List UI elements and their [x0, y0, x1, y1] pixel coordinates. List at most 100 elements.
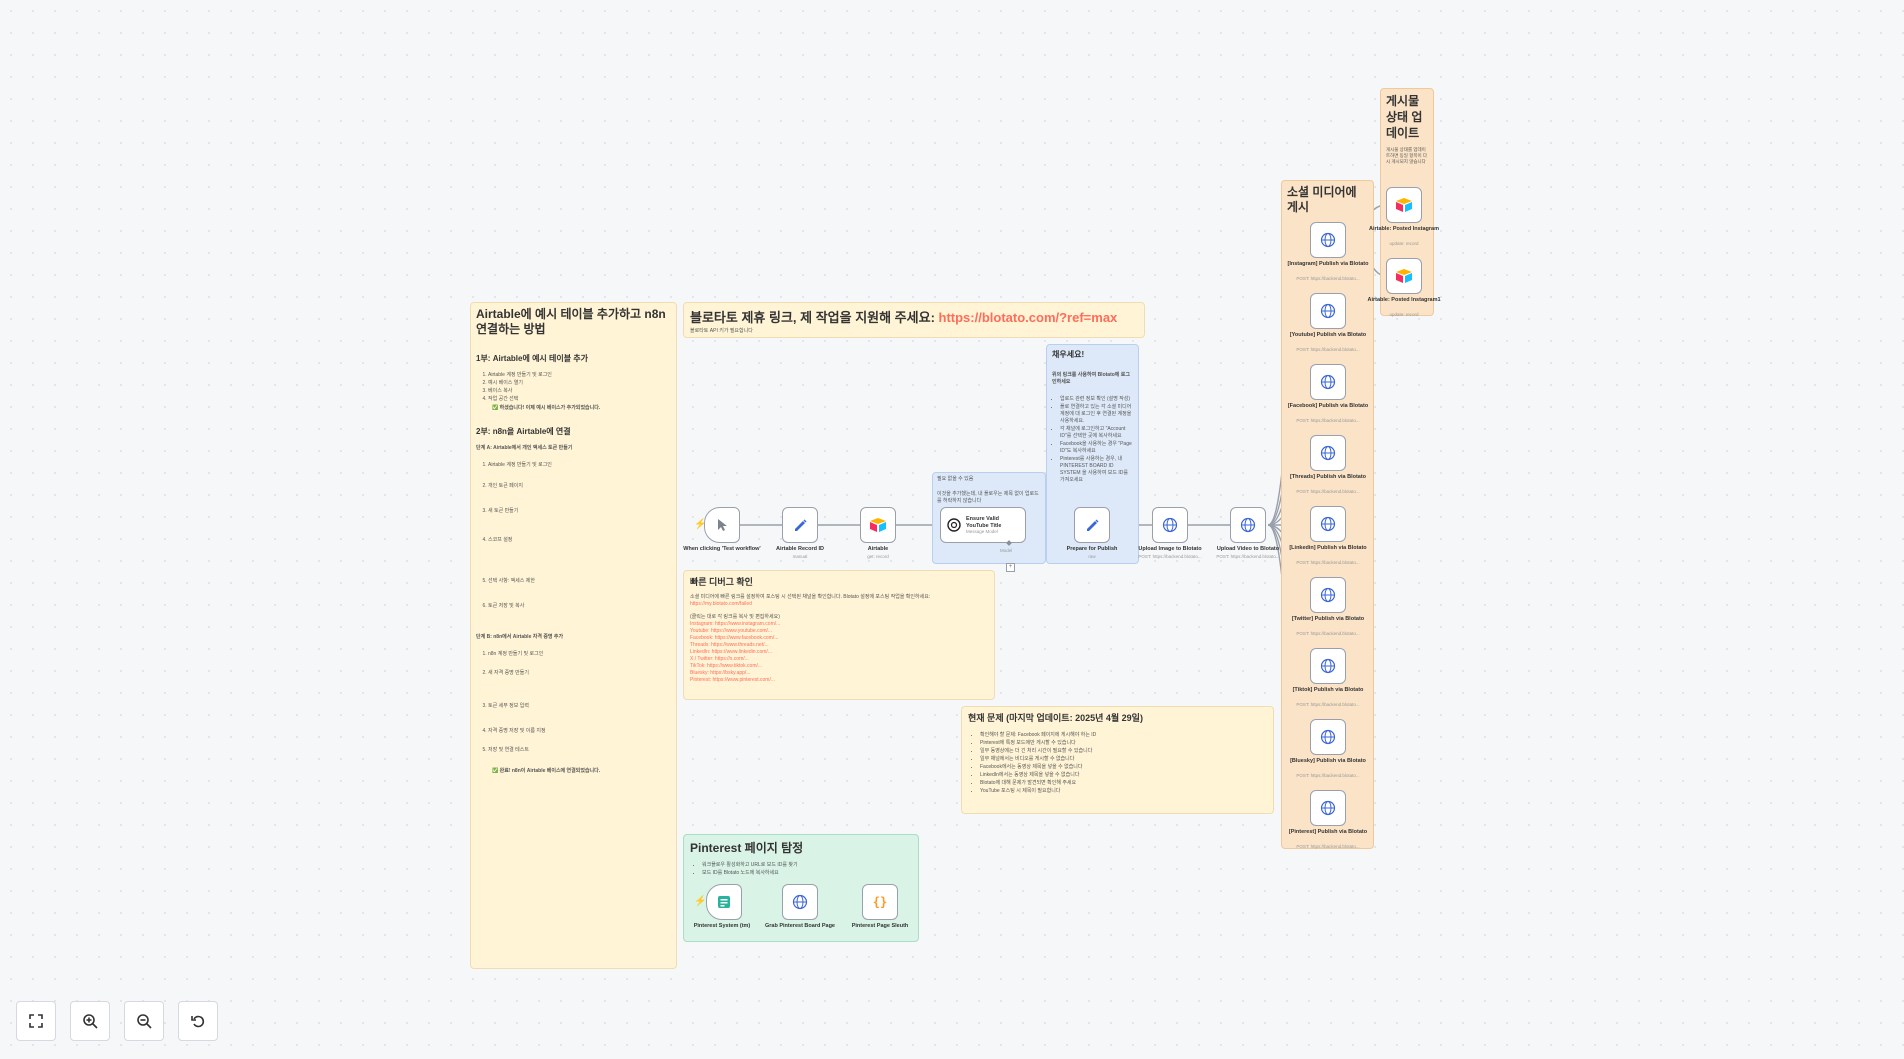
node-label: Airtable Record ID: [776, 546, 824, 552]
social-link[interactable]: Bluesky: https://bsky.app/...: [690, 670, 751, 676]
node-label: Ensure Valid YouTube Title: [966, 516, 1002, 529]
airtable-guide-title: Airtable에 예시 테이블 추가하고 n8n 연결하는 방법: [476, 307, 666, 336]
globe-icon: [1320, 303, 1336, 319]
social-link[interactable]: Facebook: https://www.facebook.com/...: [690, 635, 779, 641]
list-item: 스코프 설정: [488, 537, 671, 544]
current-issues-sticky[interactable]: 현재 문제 (마지막 업데이트: 2025년 4월 29일) 확인해야 할 문제…: [961, 706, 1274, 814]
publish-node[interactable]: [1310, 577, 1346, 613]
airtable-posted-instagram1-node[interactable]: [1386, 258, 1422, 294]
node-label: Grab Pinterest Board Page: [765, 923, 835, 929]
blotato-banner-sticky[interactable]: 블로타토 제휴 링크, 제 작업을 지원해 주세요: https://blota…: [683, 302, 1145, 338]
node-label: [Facebook] Publish via Blotato: [1287, 403, 1369, 409]
node-subtitle: POST: https://backend.blotato...: [1296, 773, 1360, 778]
node-subtitle: POST: https://backend.blotato...: [1296, 560, 1360, 565]
node-subtitle: Message Model: [966, 529, 998, 534]
list-item: 예시 베이스 열기: [488, 380, 671, 387]
publish-node[interactable]: [1310, 435, 1346, 471]
blotato-banner-text: 블로타토 제휴 링크, 제 작업을 지원해 주세요:: [690, 310, 939, 325]
list-item: Airtable 계정 만들기 및 로그인: [488, 462, 671, 469]
node-subtitle: POST: https://backend.blotato...: [1138, 554, 1202, 559]
node-subtitle: update: record: [1389, 241, 1419, 246]
upload-image-node[interactable]: [1152, 507, 1188, 543]
optional-title-body: 이것을 추가했는데, 내 플로우는 제목 없이 업로드를 허락하지 않습니다: [937, 491, 1039, 504]
add-model-button[interactable]: +: [1006, 563, 1015, 572]
list-item: 작업 공간 선택: [488, 396, 671, 403]
quick-debug-sticky[interactable]: 빠른 디버그 확인 소셜 미디어에 빠른 링크를 설정하여 포스팅 시 선택된 …: [683, 570, 995, 700]
list-item: Blotato에 대해 문제가 발견되면 확인해 주세요: [980, 780, 1267, 787]
zoom-in-button[interactable]: [70, 1001, 110, 1041]
zoom-in-icon: [83, 1014, 98, 1029]
prepare-for-publish-node[interactable]: [1074, 507, 1110, 543]
node-subtitle: POST: https://backend.blotato...: [1296, 844, 1360, 849]
node-subtitle: raw: [1088, 554, 1096, 559]
grab-pinterest-board-node[interactable]: [782, 884, 818, 920]
node-label: Pinterest System (tm): [693, 923, 751, 929]
pinterest-section-title: Pinterest 페이지 탐정: [690, 841, 804, 855]
pinterest-page-sleuth-node[interactable]: {}: [862, 884, 898, 920]
trigger-bolt-icon: ⚡: [694, 519, 707, 530]
publish-node[interactable]: [1310, 364, 1346, 400]
publish-node[interactable]: [1310, 222, 1346, 258]
globe-icon: [1320, 374, 1336, 390]
airtable-record-id-node[interactable]: [782, 507, 818, 543]
blotato-affiliate-link[interactable]: https://blotato.com/?ref=max: [938, 310, 1118, 325]
list-item: YouTube 포스팅 시 제목이 필요합니다: [980, 788, 1267, 795]
step-b-heading: 단계 B: n8n에서 Airtable 자격 증명 추가: [476, 634, 564, 640]
social-link[interactable]: Youtube: https://www.youtube.com/...: [690, 628, 773, 634]
node-label: Airtable: Posted Instagram1: [1367, 297, 1441, 303]
list-item: 플로 연결하고 있는 각 소셜 미디어 계정에 대 로그인 후 연결된 계정을 …: [1060, 404, 1133, 425]
fill-in-list: 업로드 관련 정보 확인 (설명 작성) 플로 연결하고 있는 각 소셜 미디어…: [1052, 396, 1133, 484]
quick-debug-link[interactable]: https://my.blotato.com/failed: [690, 601, 752, 607]
reset-zoom-button[interactable]: [178, 1001, 218, 1041]
social-link[interactable]: TikTok: https://www.tiktok.com/...: [690, 663, 763, 669]
publish-node[interactable]: [1310, 719, 1346, 755]
pencil-icon: [795, 519, 807, 531]
airtable-node[interactable]: [860, 507, 896, 543]
node-label: [Bluesky] Publish via Blotato: [1290, 758, 1366, 764]
step-b-list: n8n 계정 만들기 및 로그인 새 자격 증명 만들기 토큰 세부 정보 입력…: [476, 651, 671, 754]
ensure-valid-youtube-title-node[interactable]: Ensure Valid YouTube Title Message Model: [940, 507, 1026, 543]
list-item: Airtable 계정 만들기 및 로그인: [488, 372, 671, 379]
test-workflow-trigger-node[interactable]: [704, 507, 740, 543]
node-label: Airtable: Posted Instagram: [1369, 226, 1439, 232]
list-item: 각 채널에 로그인하고 "Account ID"를 선택한 곳에 복사하세요: [1060, 426, 1133, 440]
node-label: [Tiktok] Publish via Blotato: [1292, 687, 1364, 693]
list-item: 토큰 저장 및 복사: [488, 603, 671, 610]
list-item: 새 토큰 만들기: [488, 508, 671, 515]
airtable-guide-sticky[interactable]: Airtable에 예시 테이블 추가하고 n8n 연결하는 방법 1부: Ai…: [470, 302, 677, 969]
social-link[interactable]: LinkedIn: https://www.linkedin.com/...: [690, 649, 772, 655]
list-item: Pinterest를 사용하는 경우, 내 PINTEREST BOARD ID…: [1060, 456, 1133, 484]
list-item: 일부 동영상에는 더 긴 처리 시간이 필요할 수 있습니다: [980, 748, 1267, 755]
node-label: [Linkedin] Publish via Blotato: [1289, 545, 1367, 551]
upload-video-node[interactable]: [1230, 507, 1266, 543]
quick-debug-body: 소셜 미디어에 빠른 링크를 설정하여 포스팅 시 선택된 채널을 확인합니다.…: [690, 594, 988, 608]
social-link[interactable]: Pinterest: https://www.pinterest.com/...: [690, 677, 776, 683]
globe-icon: [1320, 587, 1336, 603]
pinterest-system-node[interactable]: [706, 884, 742, 920]
social-link[interactable]: Threads: https://www.threads.net/...: [690, 642, 769, 648]
node-label: Prepare for Publish: [1066, 546, 1118, 552]
current-issues-list: 확인해야 할 문제: Facebook 페이지에 게시해야 하는 ID Pint…: [968, 732, 1267, 795]
node-subtitle: get: record: [867, 554, 889, 559]
globe-icon: [1320, 516, 1336, 532]
step-a-heading: 단계 A: Airtable에서 개인 액세스 토큰 만들기: [476, 445, 573, 451]
node-label: [Pinterest] Publish via Blotato: [1288, 829, 1368, 835]
zoom-out-button[interactable]: [124, 1001, 164, 1041]
list-item: 일부 채널에서는 비디오를 게시할 수 없습니다: [980, 756, 1267, 763]
airtable-posted-instagram-node[interactable]: [1386, 187, 1422, 223]
fullscreen-icon: [29, 1014, 43, 1028]
publish-node[interactable]: [1310, 506, 1346, 542]
fit-view-button[interactable]: [16, 1001, 56, 1041]
publish-node[interactable]: [1310, 790, 1346, 826]
trigger-bolt-icon: ⚡: [694, 896, 707, 907]
quick-debug-title: 빠른 디버그 확인: [690, 577, 753, 587]
publish-node[interactable]: [1310, 293, 1346, 329]
social-link[interactable]: Instagram: https://www.instagram.com/...: [690, 621, 781, 627]
update-section-body: 게시물 상태를 업데이트하면 동일 항목이 다시 게시되지 않습니다: [1386, 147, 1428, 164]
globe-icon: [1320, 658, 1336, 674]
publish-node[interactable]: [1310, 648, 1346, 684]
pinterest-section-list: 워크플로우 활성화하고 URL로 보드 ID를 찾기 보드 ID를 Blotat…: [690, 862, 912, 877]
node-label: Pinterest Page Sleuth: [851, 923, 909, 929]
social-link[interactable]: X / Twitter: https://x.com/...: [690, 656, 749, 662]
list-item: Pinterest에 특정 보드에만 게시할 수 있습니다: [980, 740, 1267, 747]
